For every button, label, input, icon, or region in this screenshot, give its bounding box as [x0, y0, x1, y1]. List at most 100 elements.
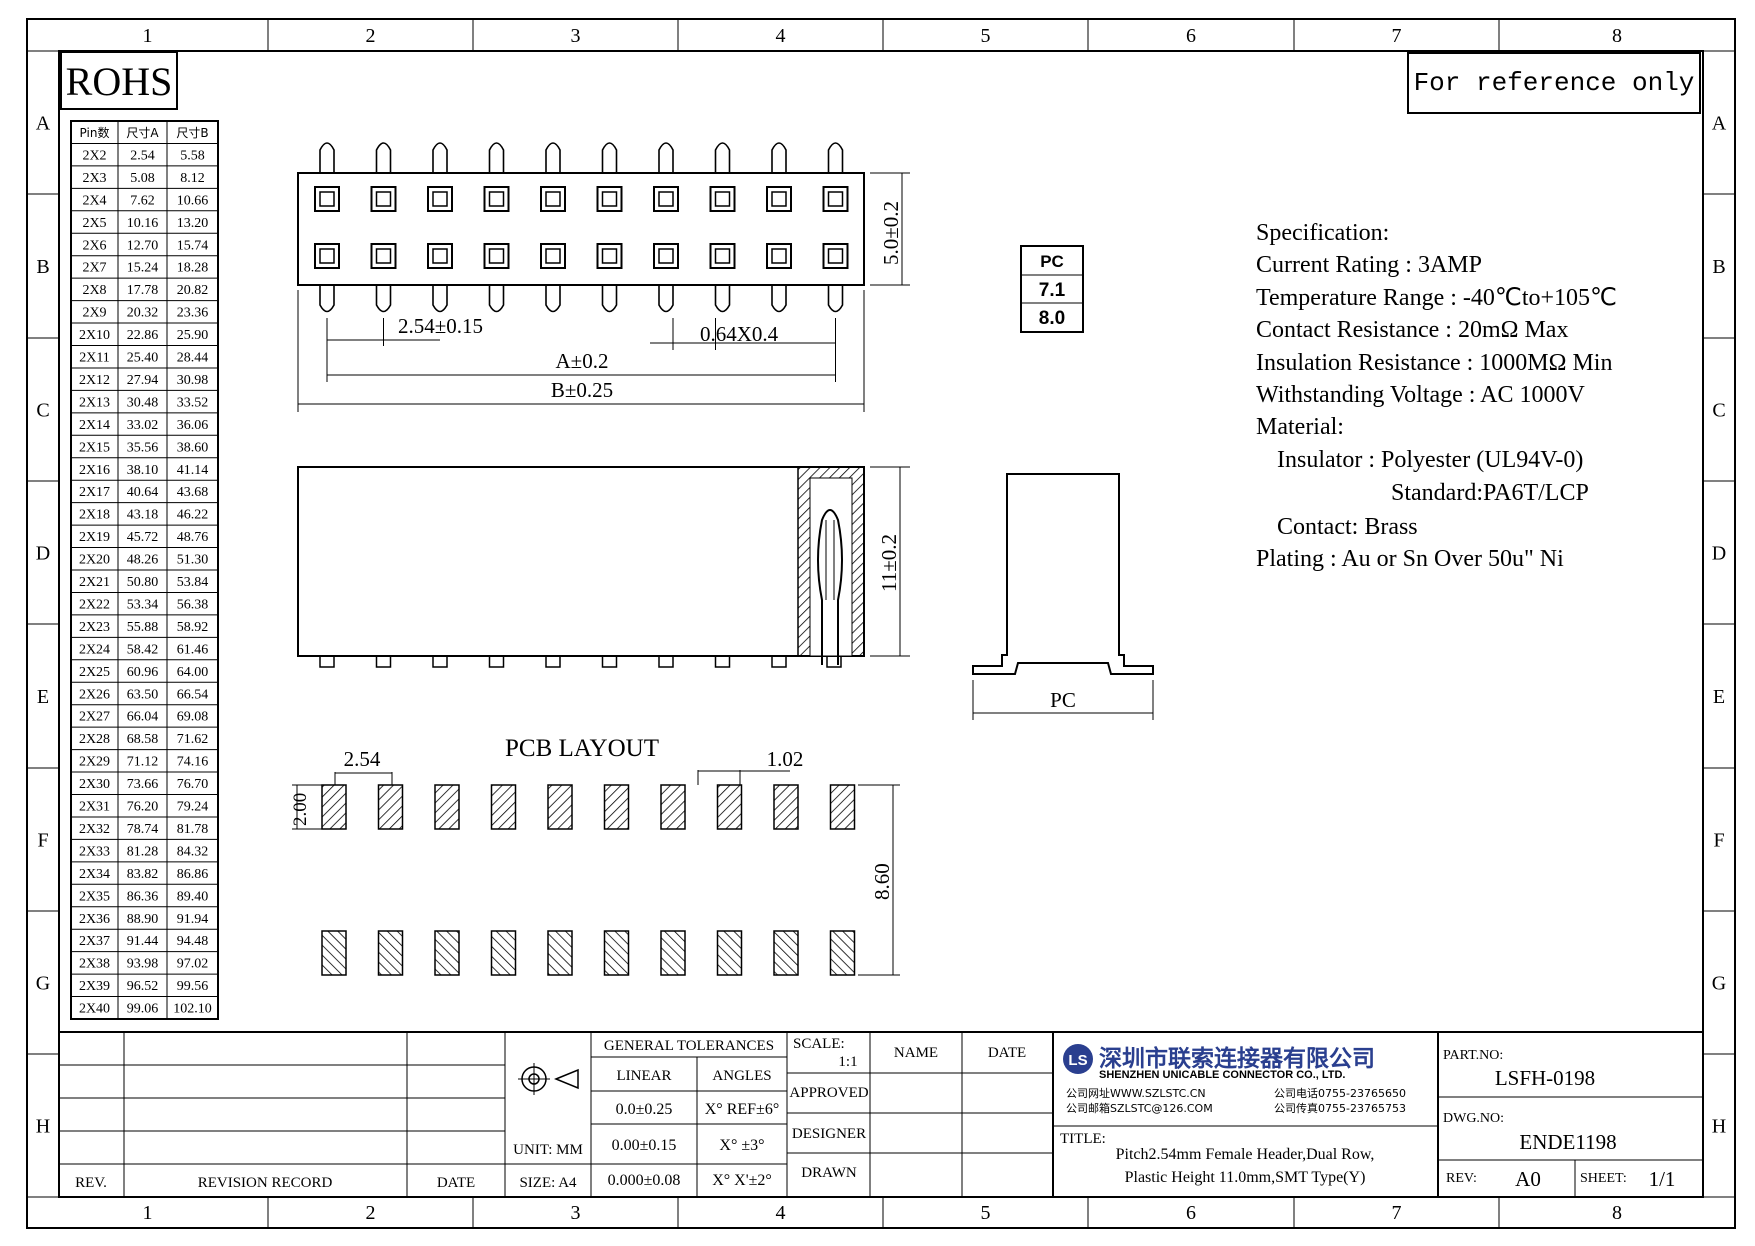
pin-table-cell: 58.42	[127, 642, 159, 657]
linear-header: LINEAR	[617, 1068, 672, 1084]
title-line-1: Pitch2.54mm Female Header,Dual Row,	[1116, 1146, 1375, 1163]
company-mail: 公司邮箱SZLSTC@126.COM	[1066, 1101, 1213, 1115]
pin-table-cell: 2X10	[79, 328, 110, 343]
frame-col-label: 8	[1612, 1202, 1622, 1224]
pin-table-cell: 8.12	[180, 171, 205, 186]
pin-table-cell: 2X30	[79, 777, 110, 792]
pin-table-cell: 7.62	[130, 193, 155, 208]
pin-table-cell: 74.16	[177, 755, 209, 770]
pin-table-cell: 79.24	[177, 800, 209, 815]
pin-table-cell: 30.98	[177, 373, 209, 388]
pin-table-cell: 35.56	[127, 440, 159, 455]
pin-table-cell: 88.90	[127, 912, 159, 927]
dwg-no-label: DWG.NO:	[1443, 1111, 1504, 1126]
scale-label: SCALE:	[793, 1036, 845, 1052]
sheet-value: 1/1	[1649, 1167, 1676, 1191]
pin-table-cell: 33.02	[127, 418, 159, 433]
pin-table-cell: 2X28	[79, 732, 110, 747]
specification: Specification: Current Rating : 3AMP Tem…	[1256, 220, 1617, 572]
spec-line: Standard:PA6T/LCP	[1391, 480, 1589, 506]
pin-table-cell: 2X25	[79, 665, 110, 680]
angle-tol: X° ±3°	[719, 1137, 764, 1154]
sheet-label: SHEET:	[1580, 1171, 1627, 1186]
company-logo-icon: LS	[1063, 1044, 1093, 1074]
pin-table-cell: 18.28	[177, 261, 209, 276]
pin-table-cell: 2.54	[130, 148, 155, 163]
end-view: PC	[972, 473, 1154, 720]
linear-tol: 0.0±0.25	[616, 1101, 673, 1118]
pin-table-cell: 69.08	[177, 710, 209, 725]
pin-table-cell: 10.66	[177, 193, 209, 208]
pin-table-cell: 71.62	[177, 732, 209, 747]
spec-line: Withstanding Voltage : AC 1000V	[1256, 382, 1585, 408]
rev-label: REV:	[1446, 1171, 1477, 1186]
pin-table-cell: 2X38	[79, 957, 110, 972]
pin-table-cell: 30.48	[127, 395, 159, 410]
title-block: REV. REVISION RECORD DATE UNIT: MM SIZE:…	[59, 1031, 1703, 1197]
pin-table-cell: 2X18	[79, 508, 110, 523]
pin-table-cell: 45.72	[127, 530, 159, 545]
pin-table-cell: 2X9	[82, 306, 106, 321]
frame-row-label: A	[36, 113, 51, 135]
pin-table-cell: 86.36	[127, 889, 159, 904]
frame-row-label: B	[36, 256, 49, 278]
angle-tol: X° X'±2°	[712, 1172, 772, 1189]
spec-line: Contact Resistance : 20mΩ Max	[1256, 317, 1568, 343]
pad-span-dim: 8.60	[870, 863, 894, 900]
frame-row-label: A	[1712, 113, 1727, 135]
frame-row-label: C	[1712, 400, 1725, 422]
frame-col-label: 5	[981, 25, 991, 47]
pin-table-cell: 86.86	[177, 867, 209, 882]
pin-table-cell: 51.30	[177, 553, 209, 568]
frame-col-label: 6	[1186, 1202, 1196, 1224]
side-view: 11±0.2	[297, 466, 910, 668]
date-header: DATE	[437, 1175, 475, 1191]
pin-table-cell: 2X19	[79, 530, 110, 545]
part-no: LSFH-0198	[1495, 1066, 1595, 1090]
pin-table-cell: 61.46	[177, 642, 209, 657]
pin-table-cell: 2X33	[79, 844, 110, 859]
svg-text:LS: LS	[1068, 1052, 1087, 1069]
reference-note: For reference only	[1414, 68, 1695, 98]
frame-row-label: B	[1712, 256, 1725, 278]
projection-symbol-icon	[518, 1063, 579, 1095]
pin-table-cell: 12.70	[127, 238, 159, 253]
pin-table-cell: 2X14	[79, 418, 110, 433]
pin-table-cell: 99.06	[127, 1002, 159, 1017]
pin-table-cell: 2X31	[79, 800, 110, 815]
pin-table-cell: 48.76	[177, 530, 209, 545]
frame-row-label: D	[36, 543, 50, 565]
outer-frame	[26, 18, 1736, 1229]
frame-col-label: 8	[1612, 25, 1622, 47]
pin-table-cell: 2X4	[82, 193, 106, 208]
title-line-2: Plastic Height 11.0mm,SMT Type(Y)	[1125, 1169, 1366, 1186]
frame-col-label: 2	[366, 1202, 376, 1224]
frame-row-label: C	[36, 400, 49, 422]
height-top-dim: 5.0±0.2	[879, 201, 903, 265]
frame-row-label: H	[1712, 1116, 1726, 1138]
frame-row-label: G	[1712, 973, 1726, 995]
pin-table-cell: 25.40	[127, 351, 159, 366]
pin-table-cell: 2X26	[79, 687, 110, 702]
pin-table-cell: 58.92	[177, 620, 209, 635]
frame-col-label: 2	[366, 25, 376, 47]
pin-table-cell: 33.52	[177, 395, 209, 410]
pin-table-cell: 2X12	[79, 373, 110, 388]
part-no-label: PART.NO:	[1443, 1048, 1503, 1063]
pin-table-cell: 36.06	[177, 418, 209, 433]
angles-header: ANGLES	[712, 1068, 771, 1084]
spec-line: Contact: Brass	[1277, 514, 1418, 540]
pcb-layout-title: PCB LAYOUT	[505, 735, 659, 762]
pc-table-header: PC	[1040, 252, 1064, 271]
pin-table-cell: 53.84	[177, 575, 209, 590]
pin-table-cell: 25.90	[177, 328, 209, 343]
pin-table-cell: 43.68	[177, 485, 209, 500]
frame-col-label: 3	[571, 1202, 581, 1224]
spec-line: Material:	[1256, 414, 1344, 440]
company-fax: 公司传真0755-23765753	[1274, 1101, 1406, 1115]
pin-table-cell: 15.24	[127, 261, 159, 276]
pin-table-cell: 76.20	[127, 800, 159, 815]
pc-table-value: 7.1	[1039, 280, 1066, 301]
